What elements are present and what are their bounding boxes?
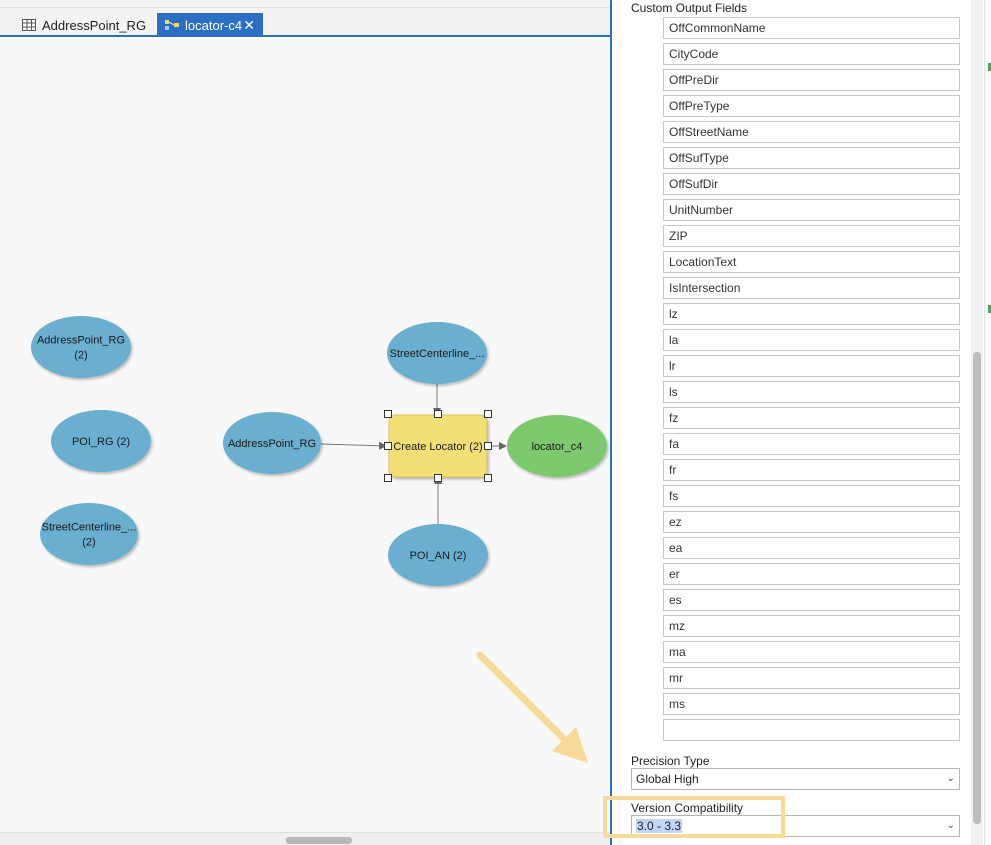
custom-output-field[interactable]: fa [663,433,960,455]
custom-output-field[interactable]: UnitNumber [663,199,960,221]
variable-shape[interactable] [507,415,607,477]
vertical-scrollbar[interactable] [971,0,983,845]
custom-output-field[interactable]: lr [663,355,960,377]
resize-handle[interactable] [434,474,442,482]
node-label: Create Locator (2) [393,441,482,453]
resize-handle[interactable] [384,442,392,450]
node-label: AddressPoint_RG [228,438,316,450]
document-tab-bar: AddressPoint_RG locator-c4 ✕ [0,8,611,37]
chevron-down-icon[interactable]: ⌄ [946,820,955,831]
tab-locator-c4[interactable]: locator-c4 ✕ [157,13,263,37]
model-node-poi-rg2[interactable]: POI_RG (2) [51,410,151,472]
resize-handle[interactable] [384,474,392,482]
custom-output-field[interactable]: LocationText [663,251,960,273]
model-node-sc2[interactable]: StreetCenterline_... (2) [40,503,138,565]
node-label: (2) [82,537,95,549]
node-label: (2) [74,350,87,362]
horizontal-scrollbar[interactable] [0,832,611,845]
resize-handle[interactable] [484,474,492,482]
version-compatibility-label: Version Compatibility [631,801,744,815]
node-label: AddressPoint_RG [37,335,125,347]
connector-arrow[interactable] [320,441,387,450]
custom-output-field[interactable]: OffCommonName [663,17,960,39]
tab-addresspoint-rg[interactable]: AddressPoint_RG [14,13,152,37]
custom-output-field[interactable]: lz [663,303,960,325]
model-diagram: AddressPoint_RG (2) POI_RG (2) StreetCenter… [31,316,607,586]
precision-type-value: Global High [636,772,699,786]
version-compatibility-dropdown[interactable]: 3.0 - 3.3 ⌄ [631,815,960,837]
version-compatibility-value: 3.0 - 3.3 [636,819,683,833]
custom-output-field[interactable]: er [663,563,960,585]
horizontal-scroll-thumb[interactable] [286,837,352,844]
custom-output-field[interactable]: IsIntersection [663,277,960,299]
variable-shape[interactable] [31,316,131,378]
custom-output-field[interactable]: fs [663,485,960,507]
precision-type-label: Precision Type [631,754,710,768]
precision-type-dropdown[interactable]: Global High ⌄ [631,768,960,790]
custom-output-field[interactable]: ls [663,381,960,403]
custom-output-field[interactable]: OffStreetName [663,121,960,143]
custom-output-field[interactable]: ZIP [663,225,960,247]
custom-output-field[interactable]: es [663,589,960,611]
resize-handle[interactable] [484,442,492,450]
variable-shape[interactable] [388,524,488,586]
custom-output-field[interactable]: CityCode [663,43,960,65]
selection-handles [384,410,492,482]
custom-output-field[interactable]: ea [663,537,960,559]
nodes: AddressPoint_RG (2) POI_RG (2) StreetCenter… [31,316,607,586]
vertical-scroll-thumb[interactable] [973,352,981,824]
tab-label: AddressPoint_RG [42,17,147,33]
custom-output-field[interactable]: ez [663,511,960,533]
resize-handle[interactable] [384,410,392,418]
model-node-tool[interactable]: Create Locator (2) [388,414,488,478]
model-icon [165,20,179,30]
custom-output-field[interactable]: fz [663,407,960,429]
table-icon [22,19,36,31]
resize-handle[interactable] [484,410,492,418]
ribbon-strip [0,0,611,8]
custom-output-field[interactable]: fr [663,459,960,481]
pane-divider[interactable] [610,0,612,845]
custom-output-field[interactable]: OffSufType [663,147,960,169]
variable-shape[interactable] [51,410,151,472]
variable-shape[interactable] [387,322,487,384]
connectors [320,384,507,524]
variable-shape[interactable] [223,412,321,474]
panel-edge [984,0,991,845]
custom-output-field[interactable]: OffPreType [663,95,960,117]
custom-output-field[interactable]: mr [663,667,960,689]
model-node-out[interactable]: locator_c4 [507,415,607,477]
custom-output-field[interactable]: mz [663,615,960,637]
chevron-down-icon[interactable]: ⌄ [946,773,955,784]
custom-output-field[interactable]: OffSufDir [663,173,960,195]
variable-shape[interactable] [40,503,138,565]
model-node-ap-rg[interactable]: AddressPoint_RG [223,412,321,474]
custom-output-field[interactable]: ms [663,693,960,715]
model-node-poi-an[interactable]: POI_AN (2) [388,524,488,586]
node-label: POI_AN (2) [410,550,467,562]
close-tab-icon[interactable]: ✕ [243,17,255,33]
node-label: StreetCenterline_... [390,348,485,360]
custom-output-fields-label: Custom Output Fields [631,1,748,15]
resize-handle[interactable] [434,410,442,418]
model-node-sc[interactable]: StreetCenterline_... [387,322,487,384]
status-tick [988,305,991,313]
tab-label: locator-c4 [185,17,243,33]
custom-output-field[interactable] [663,719,960,741]
status-tick [988,63,991,71]
custom-output-field[interactable]: ma [663,641,960,663]
node-label: POI_RG (2) [72,436,130,448]
custom-output-field[interactable]: la [663,329,960,351]
custom-output-field[interactable]: OffPreDir [663,69,960,91]
model-node-ap-rg2[interactable]: AddressPoint_RG (2) [31,316,131,378]
node-label: StreetCenterline_... [42,522,137,534]
model-canvas[interactable]: AddressPoint_RG (2) POI_RG (2) StreetCenter… [0,39,611,832]
node-label: locator_c4 [532,441,583,453]
